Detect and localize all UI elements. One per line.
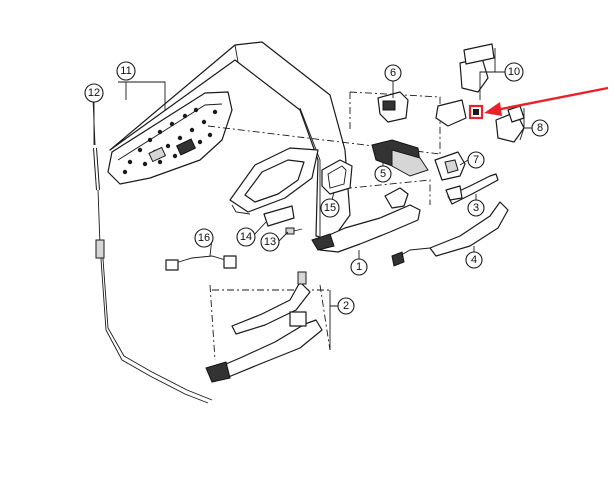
alignment-line [329, 179, 431, 205]
callout-12-label: 12 [88, 87, 100, 99]
callout-10-label: 10 [508, 66, 520, 78]
callout-11: 11 [116, 61, 136, 81]
part-15-gasket [321, 159, 353, 195]
part-16-harness [165, 255, 237, 271]
part-10-caps [435, 43, 495, 127]
callout-5-label: 5 [380, 168, 386, 180]
alignment-line [319, 284, 331, 351]
callout-15: 15 [320, 198, 340, 218]
callout-1: 1 [350, 258, 368, 276]
red-arrow-icon [484, 86, 609, 116]
callout-7-label: 7 [473, 154, 479, 166]
part-1-handle [311, 187, 421, 253]
callout-3-label: 3 [473, 202, 479, 214]
callout-2-label: 2 [343, 300, 349, 312]
alignment-line [207, 125, 441, 155]
callout-16: 16 [194, 228, 214, 248]
part-3-handle [445, 173, 499, 205]
bowden-cable [92, 97, 213, 404]
callout-8: 8 [531, 119, 549, 137]
callout-4: 4 [465, 251, 483, 269]
callout-13-label: 13 [264, 236, 276, 248]
callout-15-label: 15 [324, 202, 336, 214]
callout-16-label: 16 [198, 232, 210, 244]
part-2-handles [205, 271, 323, 383]
callout-2: 2 [337, 297, 355, 315]
callout-4-label: 4 [471, 254, 477, 266]
part-7-cap [434, 151, 466, 181]
callout-10: 10 [504, 62, 524, 82]
callout-8-label: 8 [537, 122, 543, 134]
part-6-bracket [377, 91, 409, 123]
callout-11-label: 11 [120, 65, 131, 77]
callout-7: 7 [467, 151, 485, 169]
alignment-line [209, 284, 330, 361]
callout-13: 13 [260, 232, 280, 252]
part-13-screw [285, 227, 303, 235]
callout-12: 12 [84, 83, 104, 103]
callout-6-label: 6 [390, 67, 396, 79]
callout-6: 6 [384, 64, 402, 82]
part-14-clip [263, 205, 295, 227]
handle-recess-trim [229, 147, 319, 215]
part-8-caps [495, 105, 525, 143]
highlighted-part [468, 104, 484, 120]
handle-carrier-plate [107, 91, 233, 185]
alignment-line [349, 91, 441, 154]
callout-1-label: 1 [356, 261, 362, 273]
callout-5: 5 [374, 165, 392, 183]
part-4-handle [391, 201, 509, 267]
part-5-lock-cylinder [371, 139, 429, 177]
callout-14: 14 [236, 227, 256, 247]
callout-14-label: 14 [240, 231, 252, 243]
callout-3: 3 [467, 199, 485, 217]
door-panel [109, 41, 351, 241]
